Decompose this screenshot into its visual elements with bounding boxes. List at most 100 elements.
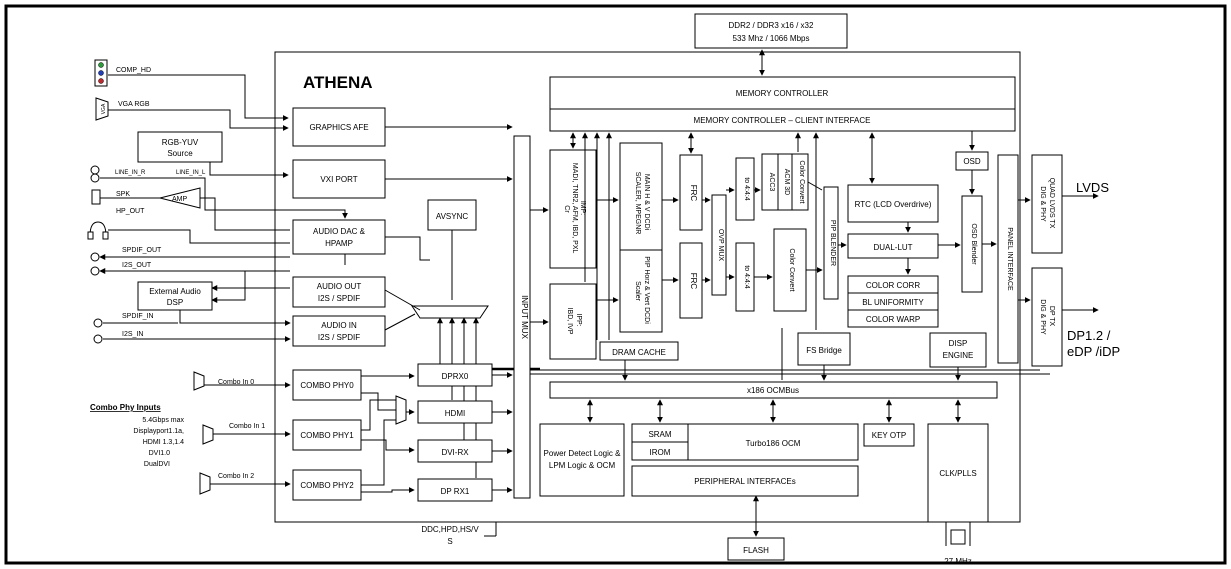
quad-lvds-label-1: QUAD LVDS TX [1048,178,1055,229]
combo-phy0-block [292,369,362,401]
ovp-mux-label: OVP MUX [717,229,724,261]
dram-cache-block [599,341,679,361]
main-dcdi-scaler-block [619,142,663,264]
spk-label: SPK [116,191,130,198]
audio-in-label-2: I2S / SPDIF [318,333,360,342]
input-mux-label: INPUT MUX [520,295,529,340]
memory-controller-block [549,76,1016,110]
hdmi-label: HDMI [445,409,465,418]
to-444-main-label: to 4:4:4 [743,177,750,200]
line-in-wire [100,177,348,219]
i2s-out-jack-icon [90,266,100,276]
peripheral-interfaces-block [631,465,859,497]
combo-in-1-label: Combo In 1 [229,423,265,430]
combo-phy2-label: COMBO PHY2 [300,481,354,490]
vga-wire [108,109,289,131]
speaker-icon [91,189,101,205]
combo-phy1-label: COMBO PHY1 [300,431,354,440]
audio-in-block [292,315,386,347]
comp-hd-wire [108,74,289,121]
ddr-label-2: 533 Mhz / 1066 Mbps [733,34,810,43]
main-dcdi-label-1: MAIN H & V DCDi [643,174,650,231]
lvds-output-label: LVDS [1076,180,1109,195]
avsync-block [427,199,477,231]
jack-green-icon [98,62,104,68]
bl-uniformity-label: BL UNIFORMITY [862,298,924,307]
dp-output-label-1: DP1.2 / [1067,328,1111,343]
svg-text:IPP: IBD, IVP: IPP: IBD, IVP [566,308,582,335]
frc-main-block [679,154,703,231]
main-dcdi-label-2: SCALER, MPEGNR [634,172,641,235]
fs-bridge-label: FS Bridge [806,346,842,355]
ocmbus-block [549,381,998,399]
flash-label: FLASH [743,546,769,555]
color-warp-block [847,309,939,328]
svg-text:IMP: MADI, TNR2, AFM, IBD,: IMP: MADI, TNR2, AFM, IBD, PXL Cr [563,163,586,255]
audio-dac-block [292,219,386,255]
power-detect-block [539,423,625,497]
key-otp-label: KEY OTP [872,431,907,440]
combo-phy0-label: COMBO PHY0 [300,381,354,390]
graphics-afe-block [292,107,386,147]
key-otp-block [863,423,915,447]
dprx0-label: DPRX0 [442,372,469,381]
rtc-block [847,184,939,223]
imp-label-2: MADI, TNR2, AFM, IBD, PXL [571,163,578,254]
dp-output-label-2: eDP /iDP [1067,344,1120,359]
turbo186-ocm-block [687,423,859,461]
combo-in-2-label: Combo In 2 [218,473,254,480]
rgb-yuv-label-1: RGB-YUV [162,138,199,147]
jack-red-icon [98,78,104,84]
dp-tx-label-1: DP TX [1048,306,1055,327]
graphics-afe-label: GRAPHICS AFE [309,123,368,132]
dram-cache-label: DRAM CACHE [612,348,666,357]
dp-tx-label-2: DIG & PHY [1039,299,1046,335]
vga-rgb-label: VGA RGB [118,101,150,108]
hdmi-mux-icon [395,395,407,425]
hp-wire [108,229,290,244]
acm3d-label: ACM 3D [783,169,790,195]
headphone-icon [89,221,107,237]
svg-text:PIP Horz & Vert DCDi Scale: PIP Horz & Vert DCDi Scaler [634,256,650,326]
line-in-r-jack-icon [90,165,100,175]
irom-label: IROM [650,448,671,457]
dsp-to-audio-in [179,310,291,326]
input-mux-block [513,135,531,499]
ovp-mux-block [711,194,727,296]
rgb-yuv-source-block [137,131,223,163]
power-label-2: LPM Logic & OCM [549,461,616,470]
sram-label: SRAM [648,430,671,439]
combo-in-2-connector-icon [199,472,211,495]
dvi-rx-label: DVI-RX [441,448,469,457]
spdif-out-label: SPDIF_OUT [122,247,162,254]
audio-in-label-1: AUDIO IN [321,321,357,330]
svg-text:MAIN H & V DCDi SCALER, MP: MAIN H & V DCDi SCALER, MPEGNR [634,172,650,235]
to-444-main-block [735,157,755,221]
crystal-icon [950,529,966,545]
svg-text:QUAD LVDS TX DIG & PHY: QUAD LVDS TX DIG & PHY [1039,178,1055,231]
frc-pip-label: FRC [689,273,698,290]
dual-lut-label: DUAL-LUT [873,243,912,252]
imp-block [549,149,597,269]
audio-mux-icon [411,305,489,319]
svg-text:DP TX DIG & PHY: DP TX DIG & PHY [1039,299,1055,335]
pip-dcdi-scaler-block [619,249,663,333]
external-audio-dsp-block [137,281,213,311]
quad-lvds-tx-block [1031,154,1063,254]
osd-label: OSD [963,157,981,166]
color-convert-pip-label: Color Convert [788,248,795,291]
spdif-in-label: SPDIF_IN [122,313,154,320]
spdif-out-jack-icon [90,252,100,262]
disp-engine-label-1: DISP [949,339,968,348]
audio-in-mux-wire [384,313,416,331]
ddr-label-1: DDR2 / DDR3 x16 / x32 [729,21,814,30]
avsync-label: AVSYNC [436,212,469,221]
rgb-yuv-wire [209,162,289,178]
memory-client-interface-label: MEMORY CONTROLLER – CLIENT INTERFACE [694,116,871,125]
dsp-in-wire [211,271,246,303]
ipp-block [549,283,597,360]
dual-lut-block [847,233,939,259]
panel-interface-block [997,154,1019,364]
pip-dcdi-label-2: Scaler [634,281,641,302]
